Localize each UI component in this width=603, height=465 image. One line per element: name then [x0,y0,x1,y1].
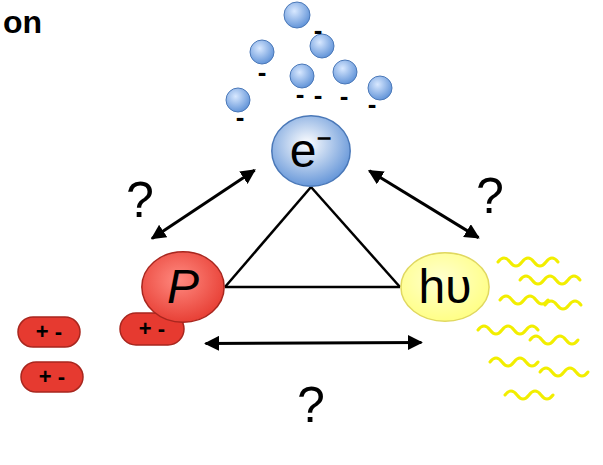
photon-circle: hυ [400,252,490,322]
dipole-sign: + - [139,318,165,340]
triangle-side [311,187,400,287]
question-mark: ? [476,171,504,221]
dipole-sign: + - [39,366,65,388]
electron-circle: e⁻ [271,115,351,187]
polarization-circle: P [141,251,225,323]
charge-sign: - [236,104,245,130]
dipole-pills [18,313,184,392]
charge-sign: - [258,59,267,85]
question-mark: ? [126,175,154,225]
triangle-side [225,286,400,289]
double-arrow [206,341,422,345]
node-label: e⁻ [290,127,333,175]
charge-sign: - [314,82,323,108]
photon-waves [478,258,588,399]
dipole-sign: + - [36,321,62,343]
double-arrow [369,171,478,238]
charge-sign: - [340,83,349,109]
charge-sign: - [368,91,377,117]
double-arrow [152,170,255,238]
charge-sign: - [296,81,305,107]
electron-balls [226,2,392,112]
question-mark: ? [297,380,325,430]
triangle-side [225,187,311,287]
node-label: hυ [419,263,472,311]
charge-sign: - [314,17,323,43]
cut-title-fragment: on [3,6,42,38]
node-label: P [167,263,199,311]
